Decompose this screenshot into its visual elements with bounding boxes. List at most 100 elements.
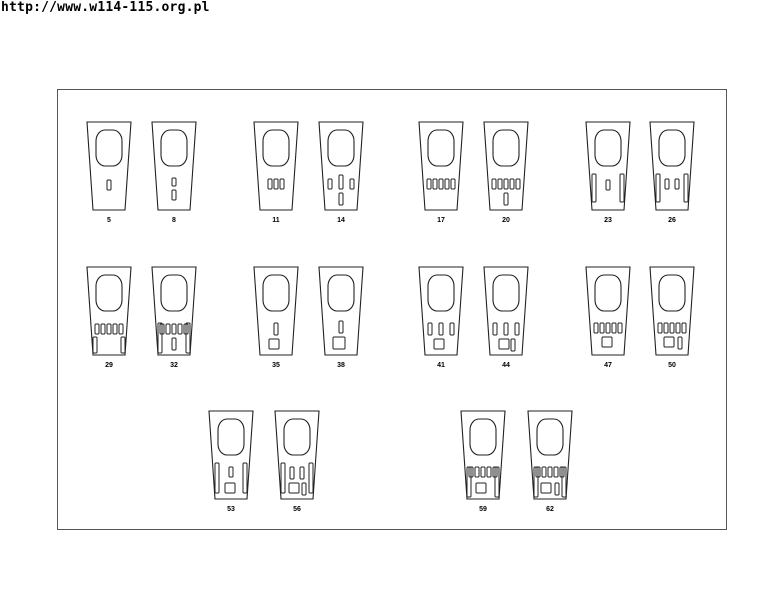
gauge-window <box>658 274 686 312</box>
console-panel-8: 8 <box>151 121 197 224</box>
panel-number-label: 23 <box>604 217 612 224</box>
panel-outline <box>527 410 573 500</box>
gauge-window <box>327 129 355 167</box>
panel-switch-slots <box>593 322 623 348</box>
gauge-window <box>327 274 355 312</box>
gauge-window <box>427 274 455 312</box>
panel-number-label: 5 <box>107 217 111 224</box>
panel-number-label: 35 <box>272 362 280 369</box>
panel-outline <box>253 121 299 211</box>
panel-switch-slots <box>171 177 177 201</box>
panel-switch-slots <box>466 466 500 498</box>
panel-number-label: 50 <box>668 362 676 369</box>
console-panel-47: 47 <box>585 266 631 369</box>
panel-switch-slots <box>268 322 280 350</box>
panel-number-label: 8 <box>172 217 176 224</box>
panel-number-label: 59 <box>479 506 487 513</box>
panel-number-label: 56 <box>293 506 301 513</box>
console-panel-32: 32 <box>151 266 197 369</box>
panel-outline <box>585 266 631 356</box>
gauge-window <box>536 418 564 456</box>
panel-switch-slots <box>533 466 567 498</box>
gauge-window <box>594 274 622 312</box>
panel-switch-slots <box>332 320 346 350</box>
panel-number-label: 53 <box>227 506 235 513</box>
console-panel-5: 5 <box>86 121 132 224</box>
console-panel-20: 20 <box>483 121 529 224</box>
panel-switch-slots <box>657 322 687 350</box>
gauge-window <box>217 418 245 456</box>
panel-switch-slots <box>214 462 248 494</box>
gauge-window <box>262 129 290 167</box>
panel-number-label: 38 <box>337 362 345 369</box>
panel-switch-slots <box>106 179 112 191</box>
panel-outline <box>86 121 132 211</box>
diagram-frame <box>57 89 727 530</box>
panel-outline <box>649 266 695 356</box>
panel-outline <box>151 266 197 356</box>
panel-number-label: 32 <box>170 362 178 369</box>
panel-number-label: 14 <box>337 217 345 224</box>
panel-outline <box>460 410 506 500</box>
panel-number-label: 17 <box>437 217 445 224</box>
panel-number-label: 11 <box>272 217 280 224</box>
console-panel-26: 26 <box>649 121 695 224</box>
panel-outline <box>418 266 464 356</box>
panel-outline <box>649 121 695 211</box>
panel-number-label: 20 <box>502 217 510 224</box>
console-panel-14: 14 <box>318 121 364 224</box>
page-url: http://www.w114-115.org.pl <box>1 0 210 15</box>
console-panel-11: 11 <box>253 121 299 224</box>
gauge-window <box>160 129 188 167</box>
panel-switch-slots <box>591 173 625 203</box>
panel-outline <box>585 121 631 211</box>
panel-number-label: 47 <box>604 362 612 369</box>
gauge-window <box>283 418 311 456</box>
console-panel-53: 53 <box>208 410 254 513</box>
gauge-window <box>95 274 123 312</box>
gauge-window <box>658 129 686 167</box>
panel-outline <box>483 121 529 211</box>
panel-outline <box>483 266 529 356</box>
panel-outline <box>208 410 254 500</box>
panel-switch-slots <box>327 174 355 206</box>
panel-switch-slots <box>280 462 314 496</box>
panel-number-label: 62 <box>546 506 554 513</box>
panel-switch-slots <box>427 322 455 350</box>
panel-switch-slots <box>492 322 520 352</box>
panel-outline <box>253 266 299 356</box>
gauge-window <box>469 418 497 456</box>
panel-number-label: 44 <box>502 362 510 369</box>
panel-number-label: 29 <box>105 362 113 369</box>
panel-switch-slots <box>655 173 689 203</box>
console-panel-62: 62 <box>527 410 573 513</box>
gauge-window <box>160 274 188 312</box>
panel-outline <box>318 266 364 356</box>
panel-outline <box>86 266 132 356</box>
gauge-window <box>492 129 520 167</box>
panel-outline <box>318 121 364 211</box>
console-panel-17: 17 <box>418 121 464 224</box>
panel-switch-slots <box>426 178 456 190</box>
console-panel-38: 38 <box>318 266 364 369</box>
console-panel-29: 29 <box>86 266 132 369</box>
console-panel-44: 44 <box>483 266 529 369</box>
gauge-window <box>262 274 290 312</box>
panel-number-label: 41 <box>437 362 445 369</box>
panel-switch-slots <box>267 178 285 190</box>
panel-outline <box>418 121 464 211</box>
gauge-window <box>95 129 123 167</box>
console-panel-50: 50 <box>649 266 695 369</box>
console-panel-59: 59 <box>460 410 506 513</box>
console-panel-23: 23 <box>585 121 631 224</box>
panel-switch-slots <box>92 323 126 354</box>
panel-switch-slots <box>157 322 191 354</box>
console-panel-41: 41 <box>418 266 464 369</box>
console-panel-56: 56 <box>274 410 320 513</box>
gauge-window <box>492 274 520 312</box>
panel-switch-slots <box>491 178 521 206</box>
gauge-window <box>594 129 622 167</box>
panel-outline <box>151 121 197 211</box>
panel-number-label: 26 <box>668 217 676 224</box>
